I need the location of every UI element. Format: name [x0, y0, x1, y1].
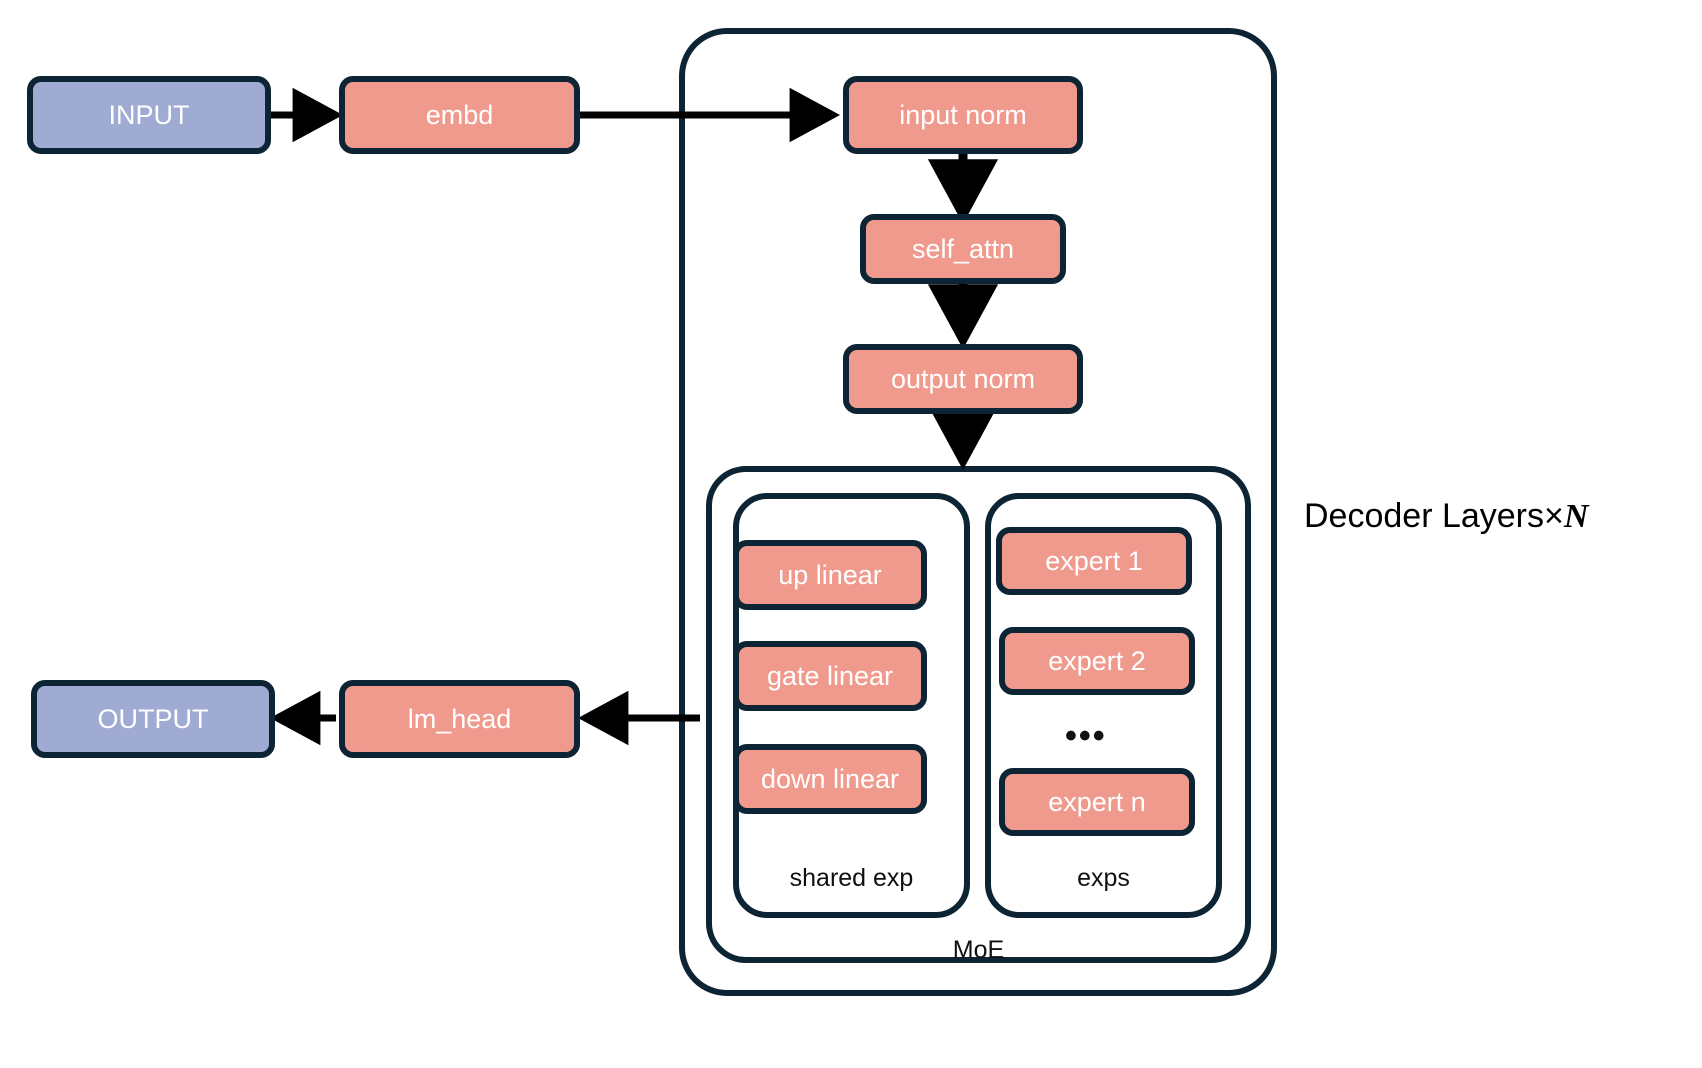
group-decoder-layers — [679, 28, 1277, 996]
label-decoder-layers: Decoder Layers×N — [1304, 499, 1588, 534]
node-output-norm[interactable]: output norm — [843, 344, 1083, 414]
node-input[interactable]: INPUT — [27, 76, 271, 154]
node-expert-1[interactable]: expert 1 — [996, 527, 1192, 595]
node-expert-2[interactable]: expert 2 — [999, 627, 1195, 695]
node-embd[interactable]: embd — [339, 76, 580, 154]
node-expert-n[interactable]: expert n — [999, 768, 1195, 836]
node-lm-head[interactable]: lm_head — [339, 680, 580, 758]
node-up-linear[interactable]: up linear — [733, 540, 927, 610]
group-experts — [985, 493, 1222, 918]
label-decoder-layers-multiplier: N — [1563, 498, 1589, 535]
node-output[interactable]: OUTPUT — [31, 680, 275, 758]
experts-ellipsis: ••• — [1065, 717, 1107, 755]
node-self-attn[interactable]: self_attn — [860, 214, 1066, 284]
node-input-norm[interactable]: input norm — [843, 76, 1083, 154]
caption-moe: MoE — [952, 936, 1005, 964]
caption-shared-exp: shared exp — [789, 864, 914, 892]
label-decoder-layers-prefix: Decoder Layers× — [1304, 497, 1564, 535]
node-gate-linear[interactable]: gate linear — [733, 641, 927, 711]
caption-exps: exps — [1077, 864, 1130, 892]
node-down-linear[interactable]: down linear — [733, 744, 927, 814]
